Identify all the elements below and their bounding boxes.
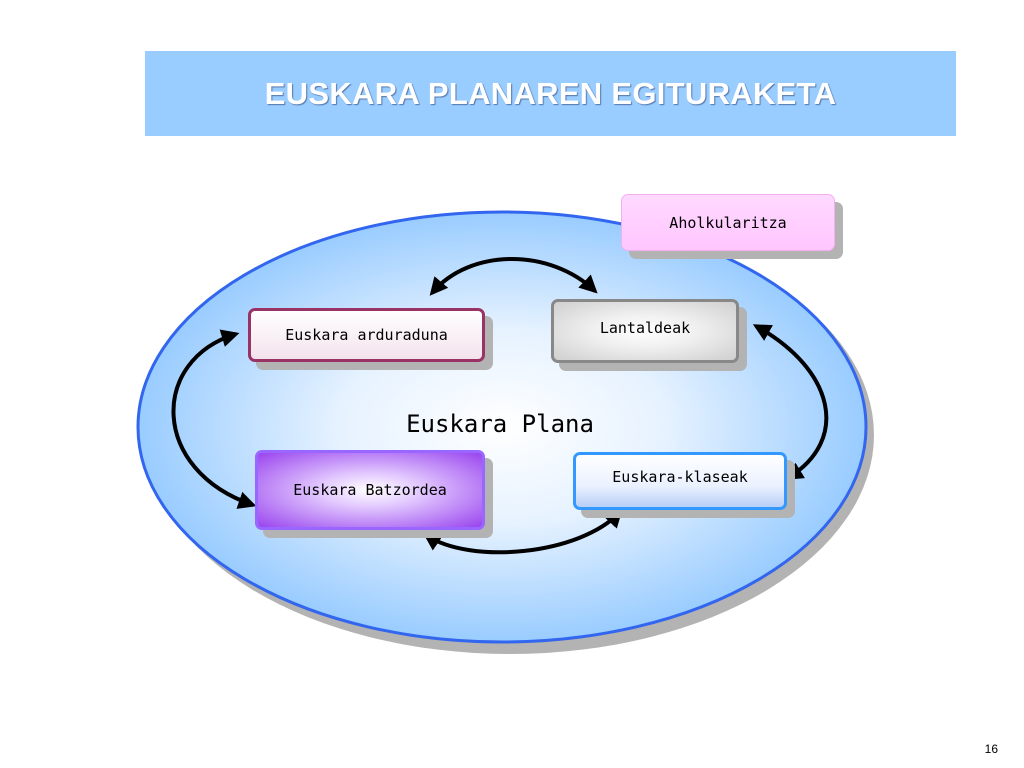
- arduraduna-label: Euskara arduraduna: [285, 326, 448, 344]
- arrow-klaseak-batzordea: [423, 509, 623, 555]
- arrow-batzordea-arduraduna: [171, 329, 257, 509]
- arrow-arduraduna-lantaldeak: [429, 257, 598, 296]
- page-title: EUSKARA PLANAREN EGITURAKETA: [264, 75, 837, 111]
- klaseak-box: Euskara-klaseak: [573, 452, 787, 510]
- aholkularitza-box: Aholkularitza: [621, 194, 835, 251]
- title-bar: EUSKARA PLANAREN EGITURAKETA: [145, 51, 956, 136]
- arrow-lantaldeak-klaseak: [752, 324, 829, 480]
- lantaldeak-label: Lantaldeak: [599, 319, 691, 337]
- batzordea-box: Euskara Batzordea: [255, 450, 485, 530]
- klaseak-label: Euskara-klaseak: [612, 468, 748, 486]
- arduraduna-box: Euskara arduraduna: [248, 308, 485, 362]
- aholkularitza-label: Aholkularitza: [669, 213, 787, 232]
- page-number: 16: [984, 742, 998, 756]
- lantaldeak-box: Lantaldeak: [551, 299, 739, 363]
- batzordea-label: Euskara Batzordea: [293, 481, 447, 499]
- center-label: Euskara Plana: [406, 410, 594, 438]
